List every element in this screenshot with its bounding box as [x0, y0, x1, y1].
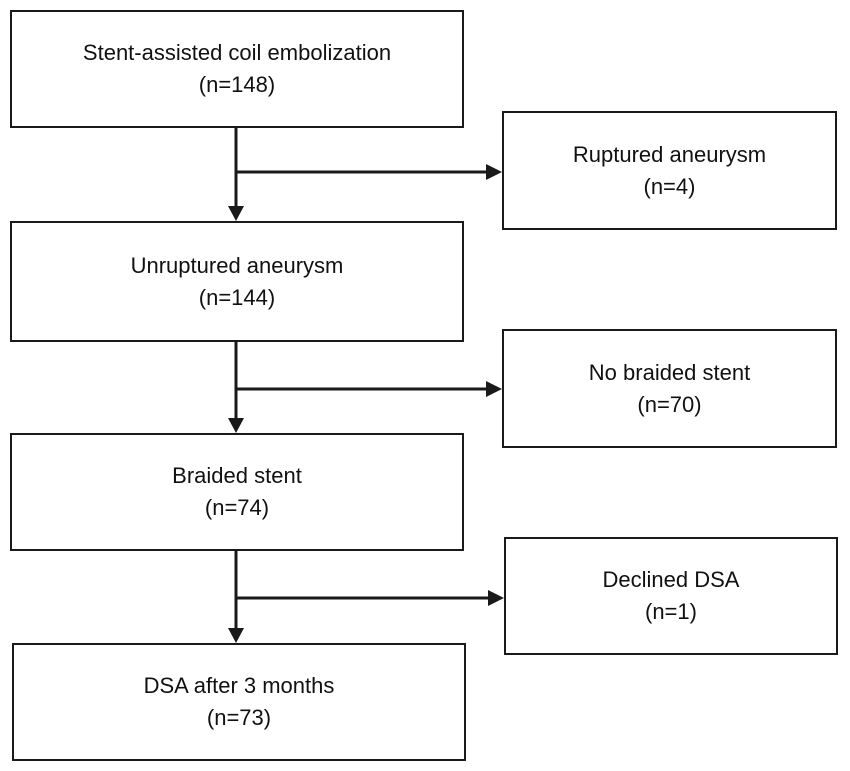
box-label: Braided stent [172, 463, 302, 488]
arrowhead-right-2 [486, 381, 502, 397]
arrowhead-down-2 [228, 418, 244, 433]
box-count: (n=4) [643, 173, 696, 199]
box-count: (n=74) [204, 495, 270, 520]
box-count: (n=1) [645, 599, 697, 624]
box-braided-stent: Braided stent (n=74) [10, 433, 464, 551]
box-stent-assisted-coil-embolization: Stent-assisted coil embolization (n=148) [10, 10, 464, 128]
box-label: Stent-assisted coil embolization [82, 40, 392, 65]
box-count: (n=144) [198, 284, 276, 310]
box-no-braided-stent: No braided stent (n=70) [502, 329, 837, 448]
box-count: (n=148) [198, 72, 276, 97]
arrowhead-down-3 [228, 628, 244, 643]
box-label: Unruptured aneurysm [130, 252, 344, 278]
box-label: Declined DSA [602, 567, 740, 592]
box-label: DSA after 3 months [143, 673, 335, 698]
box-label: Ruptured aneurysm [572, 141, 767, 167]
box-dsa-after-3-months: DSA after 3 months (n=73) [12, 643, 466, 761]
box-declined-dsa: Declined DSA (n=1) [504, 537, 838, 655]
arrowhead-down-1 [228, 206, 244, 221]
box-label: No braided stent [588, 359, 751, 385]
box-count: (n=73) [206, 705, 272, 730]
arrowhead-right-1 [486, 164, 502, 180]
box-ruptured-aneurysm: Ruptured aneurysm (n=4) [502, 111, 837, 230]
box-unruptured-aneurysm: Unruptured aneurysm (n=144) [10, 221, 464, 342]
arrowhead-right-3 [488, 590, 504, 606]
box-count: (n=70) [637, 391, 702, 417]
